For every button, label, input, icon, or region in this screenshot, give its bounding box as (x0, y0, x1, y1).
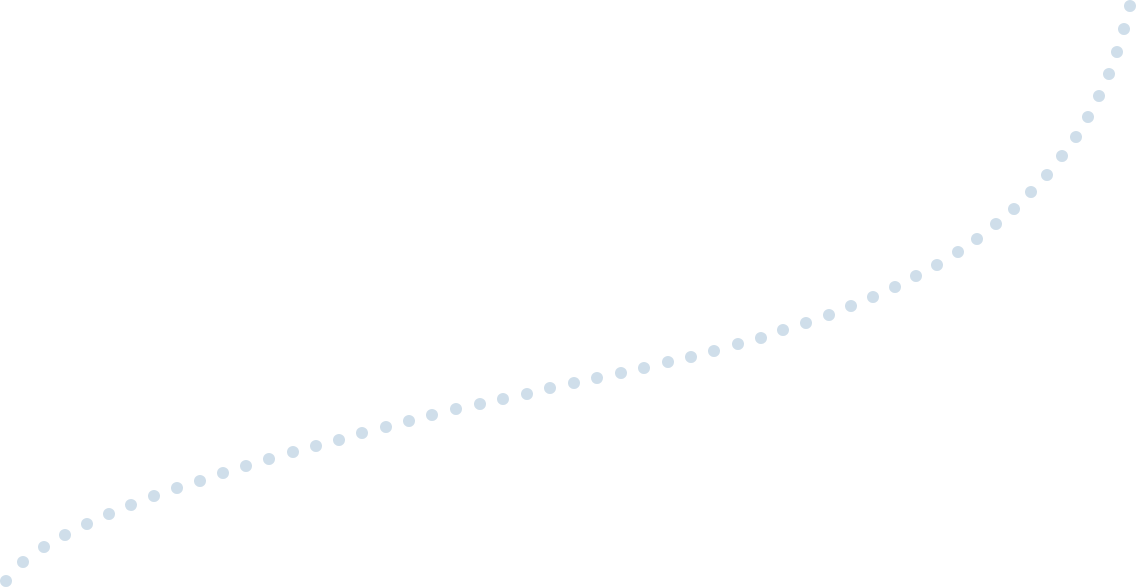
scatter-point-0 (0, 575, 12, 587)
scatter-point-32 (732, 338, 744, 350)
scatter-point-53 (1111, 46, 1123, 58)
scatter-point-7 (148, 490, 160, 502)
scatter-point-5 (103, 508, 115, 520)
scatter-point-8 (171, 482, 183, 494)
scatter-point-18 (403, 415, 415, 427)
scatter-point-54 (1118, 23, 1130, 35)
scatter-point-4 (81, 518, 93, 530)
scatter-point-3 (59, 529, 71, 541)
scatter-point-15 (333, 434, 345, 446)
scatter-point-49 (1070, 131, 1082, 143)
scatter-point-45 (1008, 203, 1020, 215)
scatter-point-42 (952, 246, 964, 258)
scatter-point-36 (823, 309, 835, 321)
scatter-point-46 (1025, 186, 1037, 198)
scatter-point-27 (615, 367, 627, 379)
scatter-point-50 (1082, 111, 1094, 123)
scatter-point-28 (638, 362, 650, 374)
scatter-point-39 (889, 281, 901, 293)
scatter-point-22 (497, 393, 509, 405)
scatter-point-20 (450, 403, 462, 415)
scatter-point-9 (194, 475, 206, 487)
scatter-point-24 (544, 382, 556, 394)
scatter-point-10 (217, 467, 229, 479)
scatter-point-6 (125, 499, 137, 511)
scatter-point-23 (521, 388, 533, 400)
scatter-point-33 (755, 332, 767, 344)
scatter-point-29 (662, 356, 674, 368)
scatter-point-52 (1103, 68, 1115, 80)
scatter-point-13 (287, 446, 299, 458)
scatter-point-26 (591, 372, 603, 384)
scatter-point-16 (356, 427, 368, 439)
scatter-point-41 (931, 259, 943, 271)
scatter-point-47 (1041, 169, 1053, 181)
scatter-point-43 (971, 233, 983, 245)
scatter-point-14 (310, 440, 322, 452)
scatter-point-51 (1093, 90, 1105, 102)
scatter-point-2 (38, 541, 50, 553)
scatter-point-25 (568, 377, 580, 389)
scatter-point-34 (777, 324, 789, 336)
scatter-point-17 (380, 421, 392, 433)
scatter-point-48 (1056, 150, 1068, 162)
scatter-point-35 (800, 317, 812, 329)
scatter-point-31 (708, 345, 720, 357)
scatter-point-21 (474, 398, 486, 410)
scatter-point-11 (240, 460, 252, 472)
scatter-point-37 (845, 300, 857, 312)
scatter-point-44 (990, 218, 1002, 230)
scatter-point-30 (685, 351, 697, 363)
scatter-point-55 (1124, 0, 1136, 12)
scatter-point-12 (263, 453, 275, 465)
scatter-point-38 (867, 291, 879, 303)
scatter-point-40 (910, 270, 922, 282)
scatter-point-1 (17, 556, 29, 568)
scatter-point-19 (426, 409, 438, 421)
